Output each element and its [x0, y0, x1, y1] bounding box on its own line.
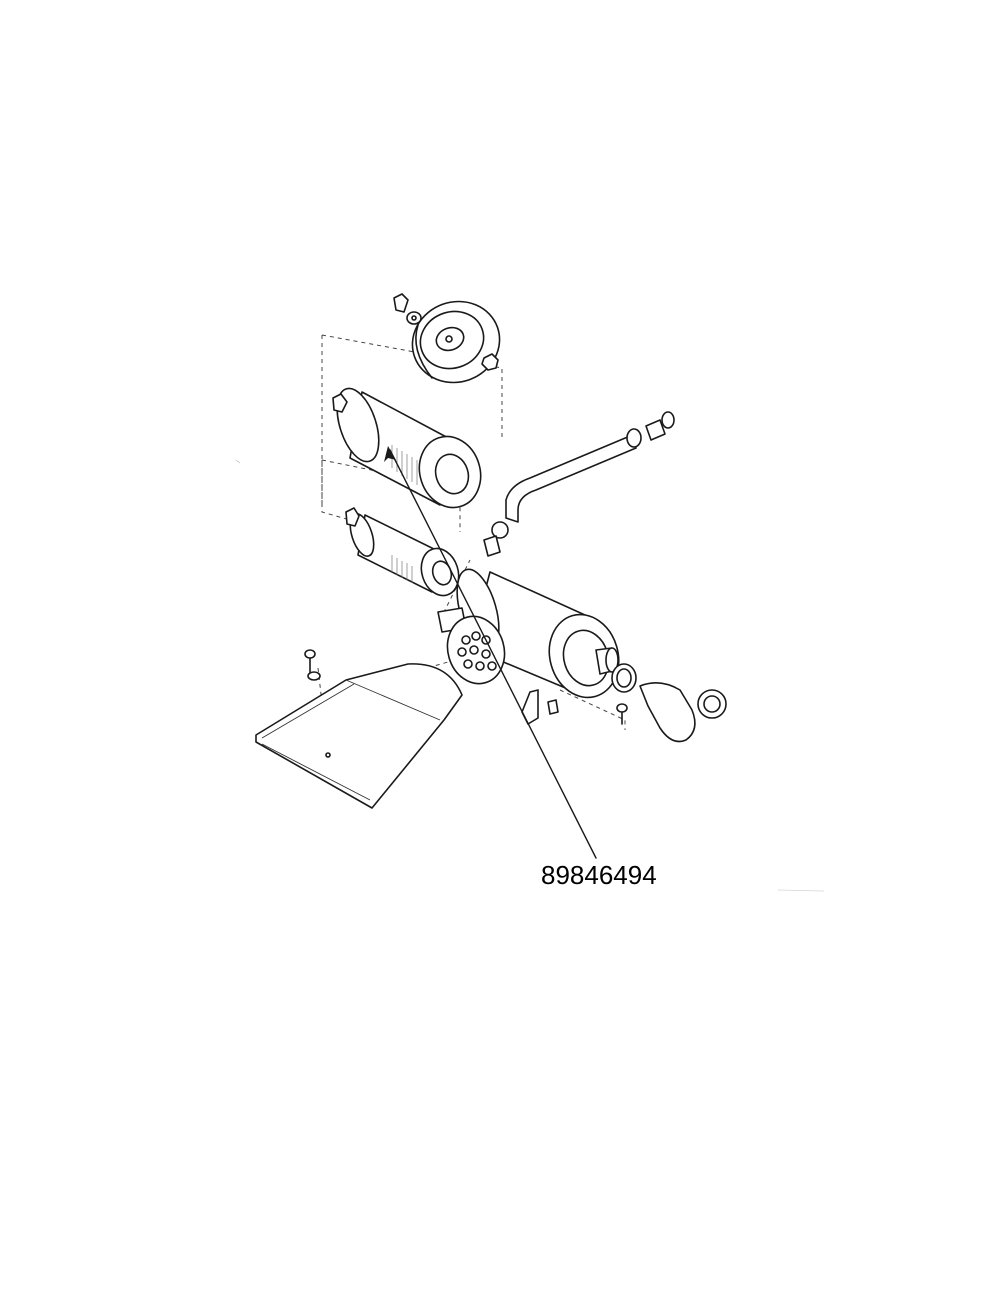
outer-filter-element: [336, 387, 482, 509]
bolt-right: [616, 703, 628, 725]
wing-nut-inner-filter: [345, 507, 360, 527]
background-marks: [235, 459, 825, 892]
pre-cleaner-hood: [255, 663, 463, 809]
hose-clamps-lower: [483, 521, 509, 557]
outlet-elbow-hose: [611, 663, 727, 743]
air-filter-housing: [437, 568, 620, 725]
perforated-end-plate: [457, 631, 497, 671]
nut-on-cover: [481, 353, 499, 371]
callout-89846494: 89846494: [384, 446, 657, 890]
wing-nut-outer-filter: [332, 393, 348, 413]
bolt-left: [304, 649, 321, 681]
inner-safety-filter: [349, 513, 460, 597]
part-number-label: 89846494: [541, 860, 657, 890]
filter-end-cover: [411, 300, 501, 384]
intake-hose: [505, 435, 637, 523]
hose-clamps-upper: [626, 411, 675, 448]
wing-nut-top: [393, 293, 422, 325]
callout-leader-line: [389, 449, 597, 859]
callout-arrowhead: [384, 446, 396, 462]
